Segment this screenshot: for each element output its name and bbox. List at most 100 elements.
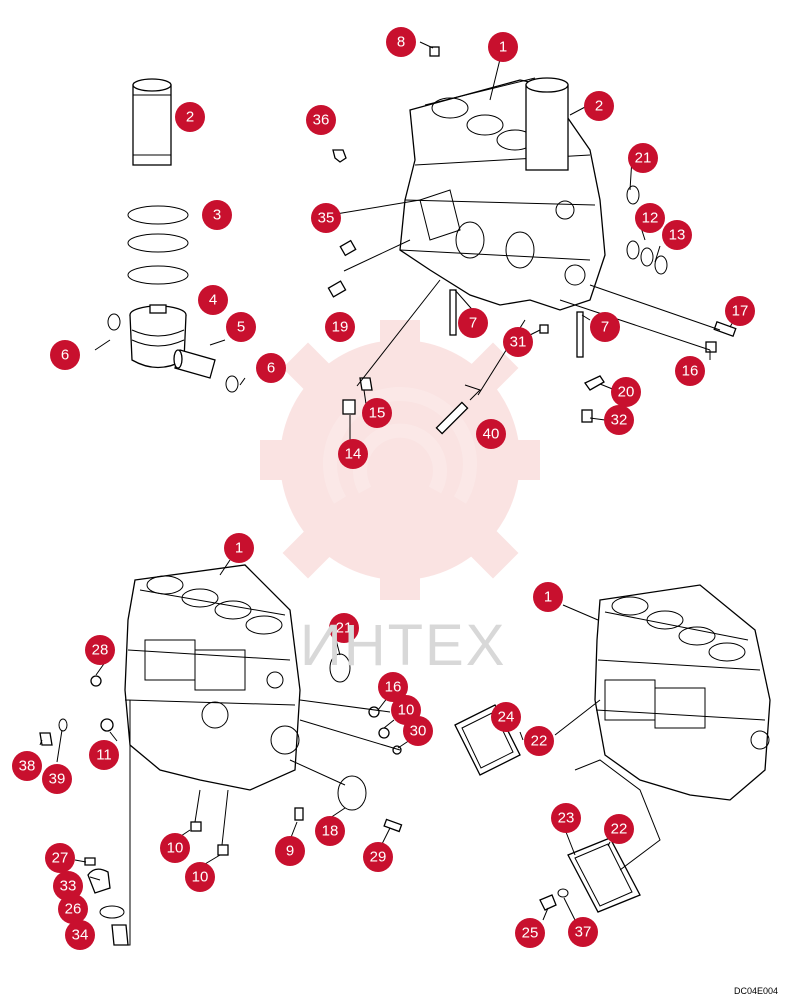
callout-6: 6 xyxy=(256,353,286,383)
svg-text:22: 22 xyxy=(531,733,548,750)
svg-text:5: 5 xyxy=(237,319,245,336)
callout-5: 5 xyxy=(226,312,256,342)
callout-20: 20 xyxy=(611,377,641,407)
svg-text:38: 38 xyxy=(19,758,36,775)
callout-11: 11 xyxy=(89,740,119,770)
callout-2: 2 xyxy=(584,91,614,121)
callout-29: 29 xyxy=(363,842,393,872)
callout-24: 24 xyxy=(491,702,521,732)
watermark-logo xyxy=(260,320,540,600)
callout-3: 3 xyxy=(202,200,232,230)
svg-text:18: 18 xyxy=(322,823,339,840)
svg-text:26: 26 xyxy=(65,901,82,918)
svg-text:10: 10 xyxy=(398,702,415,719)
svg-text:12: 12 xyxy=(642,210,659,227)
svg-text:36: 36 xyxy=(313,112,330,129)
callout-4: 4 xyxy=(198,285,228,315)
svg-text:21: 21 xyxy=(635,150,652,167)
small-fittings-top-right xyxy=(327,46,737,435)
svg-text:23: 23 xyxy=(558,810,575,827)
svg-text:1: 1 xyxy=(544,589,552,606)
svg-text:30: 30 xyxy=(410,723,427,740)
cylinder-block-bottom-right xyxy=(594,584,771,801)
callout-28: 28 xyxy=(85,635,115,665)
svg-text:19: 19 xyxy=(332,319,349,336)
callout-36: 36 xyxy=(306,105,336,135)
svg-text:15: 15 xyxy=(369,405,386,422)
callout-2: 2 xyxy=(175,102,205,132)
callout-34: 34 xyxy=(65,920,95,950)
document-code: DC04E004 xyxy=(733,986,778,996)
svg-text:35: 35 xyxy=(318,210,335,227)
svg-text:28: 28 xyxy=(92,642,109,659)
callout-1: 1 xyxy=(488,32,518,62)
svg-text:4: 4 xyxy=(209,292,217,309)
callout-39: 39 xyxy=(42,764,72,794)
svg-text:32: 32 xyxy=(611,412,628,429)
svg-text:25: 25 xyxy=(522,925,539,942)
callout-13: 13 xyxy=(662,220,692,250)
callout-8: 8 xyxy=(386,27,416,57)
svg-text:2: 2 xyxy=(186,109,194,126)
liner-in-block-part xyxy=(525,77,569,171)
svg-text:31: 31 xyxy=(510,334,527,351)
cylinder-liner-part xyxy=(132,78,172,166)
snap-ring-parts xyxy=(107,313,239,393)
callout-25: 25 xyxy=(515,918,545,948)
svg-text:40: 40 xyxy=(483,426,500,443)
callout-22: 22 xyxy=(604,814,634,844)
callout-19: 19 xyxy=(325,312,355,342)
leader-lines-bottom-right xyxy=(519,604,661,921)
callout-37: 37 xyxy=(568,917,598,947)
callout-10: 10 xyxy=(185,862,215,892)
svg-text:10: 10 xyxy=(167,840,184,857)
callout-14: 14 xyxy=(338,439,368,469)
callout-38: 38 xyxy=(12,751,42,781)
svg-text:7: 7 xyxy=(601,319,609,336)
callout-6: 6 xyxy=(50,340,80,370)
callout-35: 35 xyxy=(311,203,341,233)
svg-text:7: 7 xyxy=(469,315,477,332)
callout-22: 22 xyxy=(524,726,554,756)
svg-text:20: 20 xyxy=(618,384,635,401)
svg-text:22: 22 xyxy=(611,821,628,838)
callout-33: 33 xyxy=(53,871,83,901)
callout-30: 30 xyxy=(403,716,433,746)
callout-23: 23 xyxy=(551,803,581,833)
callout-16: 16 xyxy=(378,672,408,702)
piston-part xyxy=(129,304,187,369)
piston-rings-part xyxy=(127,205,189,285)
callout-7: 7 xyxy=(458,308,488,338)
svg-text:1: 1 xyxy=(499,39,507,56)
piston-pin-part xyxy=(173,349,216,379)
svg-text:34: 34 xyxy=(72,927,89,944)
svg-text:21: 21 xyxy=(336,620,353,637)
svg-text:27: 27 xyxy=(52,850,69,867)
svg-text:3: 3 xyxy=(213,207,221,224)
svg-text:29: 29 xyxy=(370,849,387,866)
svg-text:8: 8 xyxy=(397,34,405,51)
svg-text:6: 6 xyxy=(267,360,275,377)
svg-text:33: 33 xyxy=(60,878,77,895)
svg-text:37: 37 xyxy=(575,924,592,941)
watermark-text: ИНТЕХ xyxy=(300,613,507,678)
svg-text:11: 11 xyxy=(96,747,112,764)
callout-1: 1 xyxy=(224,533,254,563)
callout-15: 15 xyxy=(362,398,392,428)
callout-21: 21 xyxy=(329,613,359,643)
svg-text:16: 16 xyxy=(385,679,402,696)
callout-12: 12 xyxy=(635,203,665,233)
callout-27: 27 xyxy=(45,843,75,873)
svg-text:10: 10 xyxy=(192,869,209,886)
callout-7: 7 xyxy=(590,312,620,342)
svg-text:13: 13 xyxy=(669,227,686,244)
leader-lines-bottom-left xyxy=(39,559,411,946)
svg-text:2: 2 xyxy=(595,98,603,115)
svg-text:17: 17 xyxy=(732,303,749,320)
callout-16: 16 xyxy=(675,356,705,386)
svg-text:16: 16 xyxy=(682,363,699,380)
callout-18: 18 xyxy=(315,816,345,846)
callout-10: 10 xyxy=(160,833,190,863)
small-fittings-bottom-left xyxy=(39,653,403,946)
